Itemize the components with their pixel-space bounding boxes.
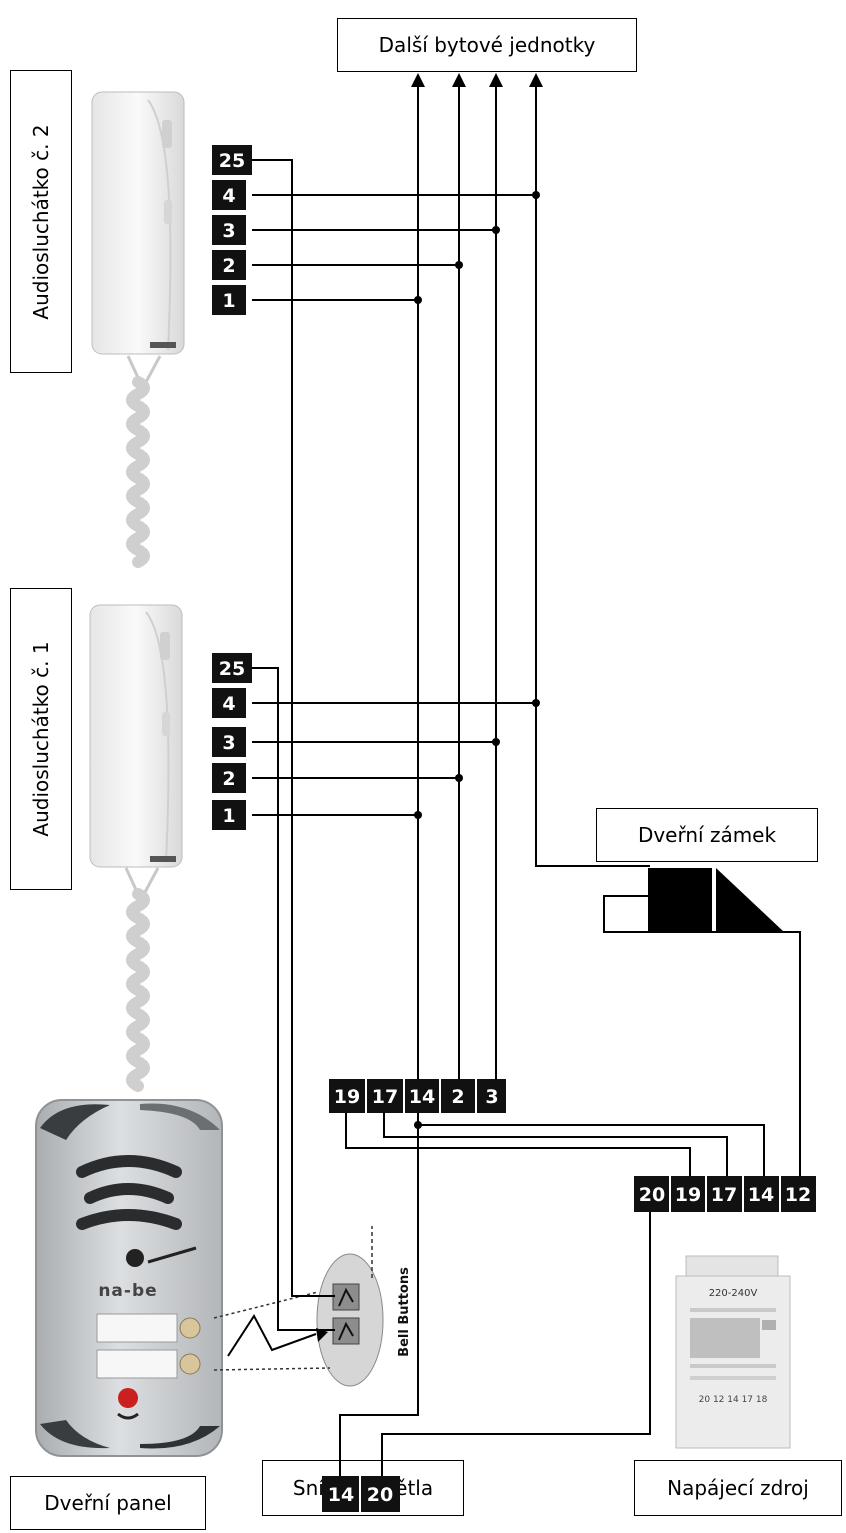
handset-1-label-box: Audiosluchátko č. 1 (10, 588, 72, 890)
sensor-terminal-block: 14 20 (322, 1476, 400, 1512)
other-units-label: Další bytové jednotky (337, 18, 637, 72)
power-supply-label: Napájecí zdroj (634, 1460, 842, 1516)
terminal-panel-17: 17 (372, 1086, 398, 1108)
terminal-sensor-20: 20 (367, 1484, 393, 1506)
terminal-panel-19: 19 (334, 1086, 360, 1108)
terminal-h1-2: 2 (222, 768, 235, 790)
terminal-h2-25: 25 (219, 150, 245, 172)
terminal-panel-3: 3 (485, 1086, 498, 1108)
psu-terminals-text: 20 12 14 17 18 (699, 1395, 768, 1405)
door-panel-label: Dveřní panel (10, 1476, 206, 1530)
handset-1-icon (89, 604, 183, 1092)
terminal-psu-19: 19 (675, 1184, 701, 1206)
handset-2-icon (91, 91, 185, 568)
terminal-psu-17: 17 (711, 1184, 737, 1206)
door-lock-label: Dveřní zámek (596, 808, 818, 862)
terminal-psu-14: 14 (748, 1184, 774, 1206)
door-lock-icon (648, 868, 784, 932)
junction-dots (414, 191, 540, 1129)
terminal-h2-1: 1 (222, 290, 235, 312)
door-panel-icon: na-be (35, 1099, 223, 1457)
terminal-h2-3: 3 (222, 220, 235, 242)
terminal-h1-4: 4 (222, 693, 235, 715)
handset-1-terminals: 25 4 3 2 1 (212, 653, 252, 830)
panel-terminal-block: 19 17 14 2 3 (329, 1079, 506, 1113)
terminal-psu-12: 12 (785, 1184, 811, 1206)
terminal-h2-4: 4 (222, 185, 235, 207)
bell-buttons-icon: Bell Buttons (213, 1226, 412, 1387)
terminal-h1-1: 1 (222, 805, 235, 827)
terminal-h2-2: 2 (222, 255, 235, 277)
terminal-h1-3: 3 (222, 732, 235, 754)
terminal-panel-14: 14 (409, 1086, 435, 1108)
handset-2-terminals: 25 4 3 2 1 (212, 145, 252, 315)
terminal-sensor-14: 14 (328, 1484, 354, 1506)
handset-2-label-box: Audiosluchátko č. 2 (10, 70, 72, 373)
panel-brand-text: na-be (98, 1281, 157, 1301)
terminal-h1-25: 25 (219, 658, 245, 680)
wires (252, 73, 801, 1476)
psu-terminal-block: 20 19 17 14 12 (634, 1176, 816, 1212)
terminal-psu-20: 20 (639, 1184, 665, 1206)
terminal-panel-2: 2 (451, 1086, 464, 1108)
bell-buttons-label: Bell Buttons (397, 1267, 412, 1357)
din-power-supply-icon: 220-240V 20 12 14 17 18 (675, 1255, 791, 1449)
psu-voltage-text: 220-240V (709, 1288, 758, 1299)
